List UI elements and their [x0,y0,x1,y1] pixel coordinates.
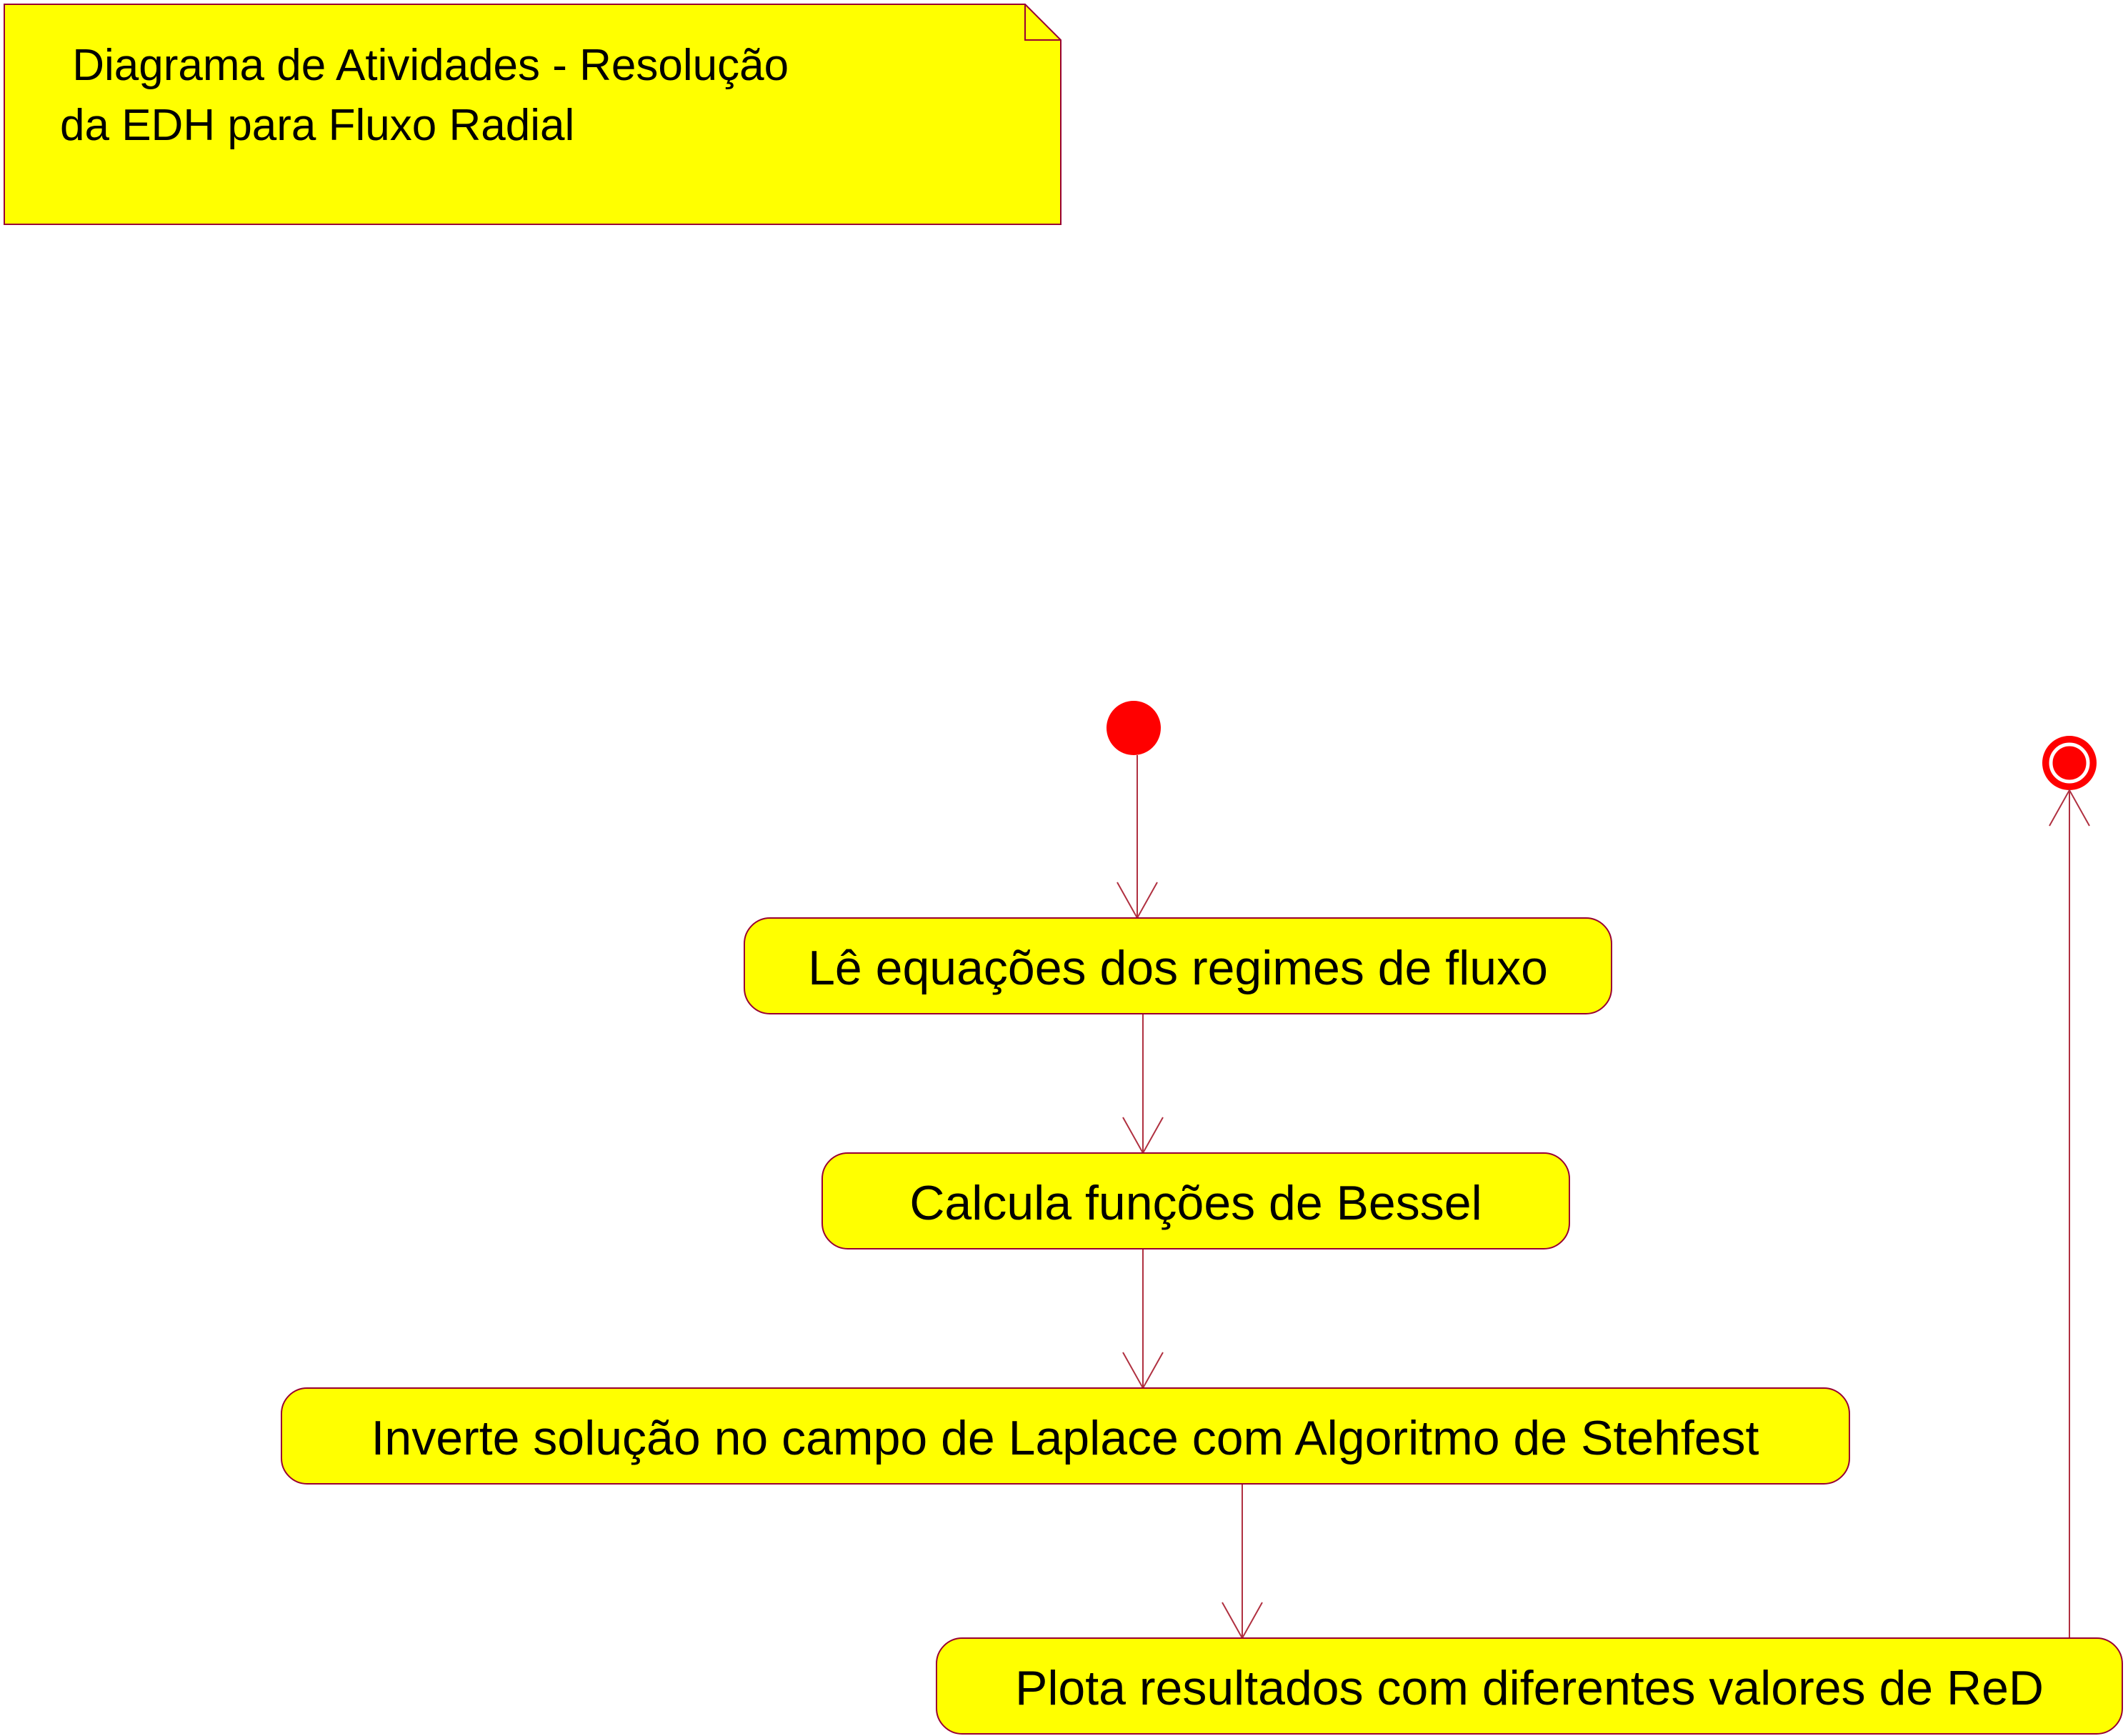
transition-start-to-read-equations [1117,755,1158,920]
note-title-line-2: da EDH para Fluxo Radial [60,101,574,150]
activity-read-flow-equations-label: Lê equações dos regimes de fluxo [808,941,1548,995]
activity-compute-bessel: Calcula funções de Bessel [821,1152,1570,1249]
activity-plot-results: Plota resultados com diferentes valores … [936,1637,2123,1735]
final-node [2042,736,2097,790]
diagram-title-note: Diagrama de Atividades - Resolução da ED… [4,4,1061,225]
activity-compute-bessel-label: Calcula funções de Bessel [909,1176,1482,1230]
transition-bessel-to-invert-laplace [1122,1249,1164,1390]
activity-read-flow-equations: Lê equações dos regimes de fluxo [744,917,1612,1014]
activity-invert-laplace: Inverte solução no campo de Laplace com … [281,1387,1850,1485]
initial-node [1107,701,1161,755]
activity-invert-laplace-label: Inverte solução no campo de Laplace com … [371,1411,1759,1465]
note-title-line-1: Diagrama de Atividades - Resolução [60,41,789,90]
transition-plot-to-end [2049,788,2090,1638]
transition-read-equations-to-bessel [1122,1014,1164,1155]
transition-invert-laplace-to-plot [1222,1484,1263,1640]
activity-plot-results-label: Plota resultados com diferentes valores … [1015,1661,2044,1715]
